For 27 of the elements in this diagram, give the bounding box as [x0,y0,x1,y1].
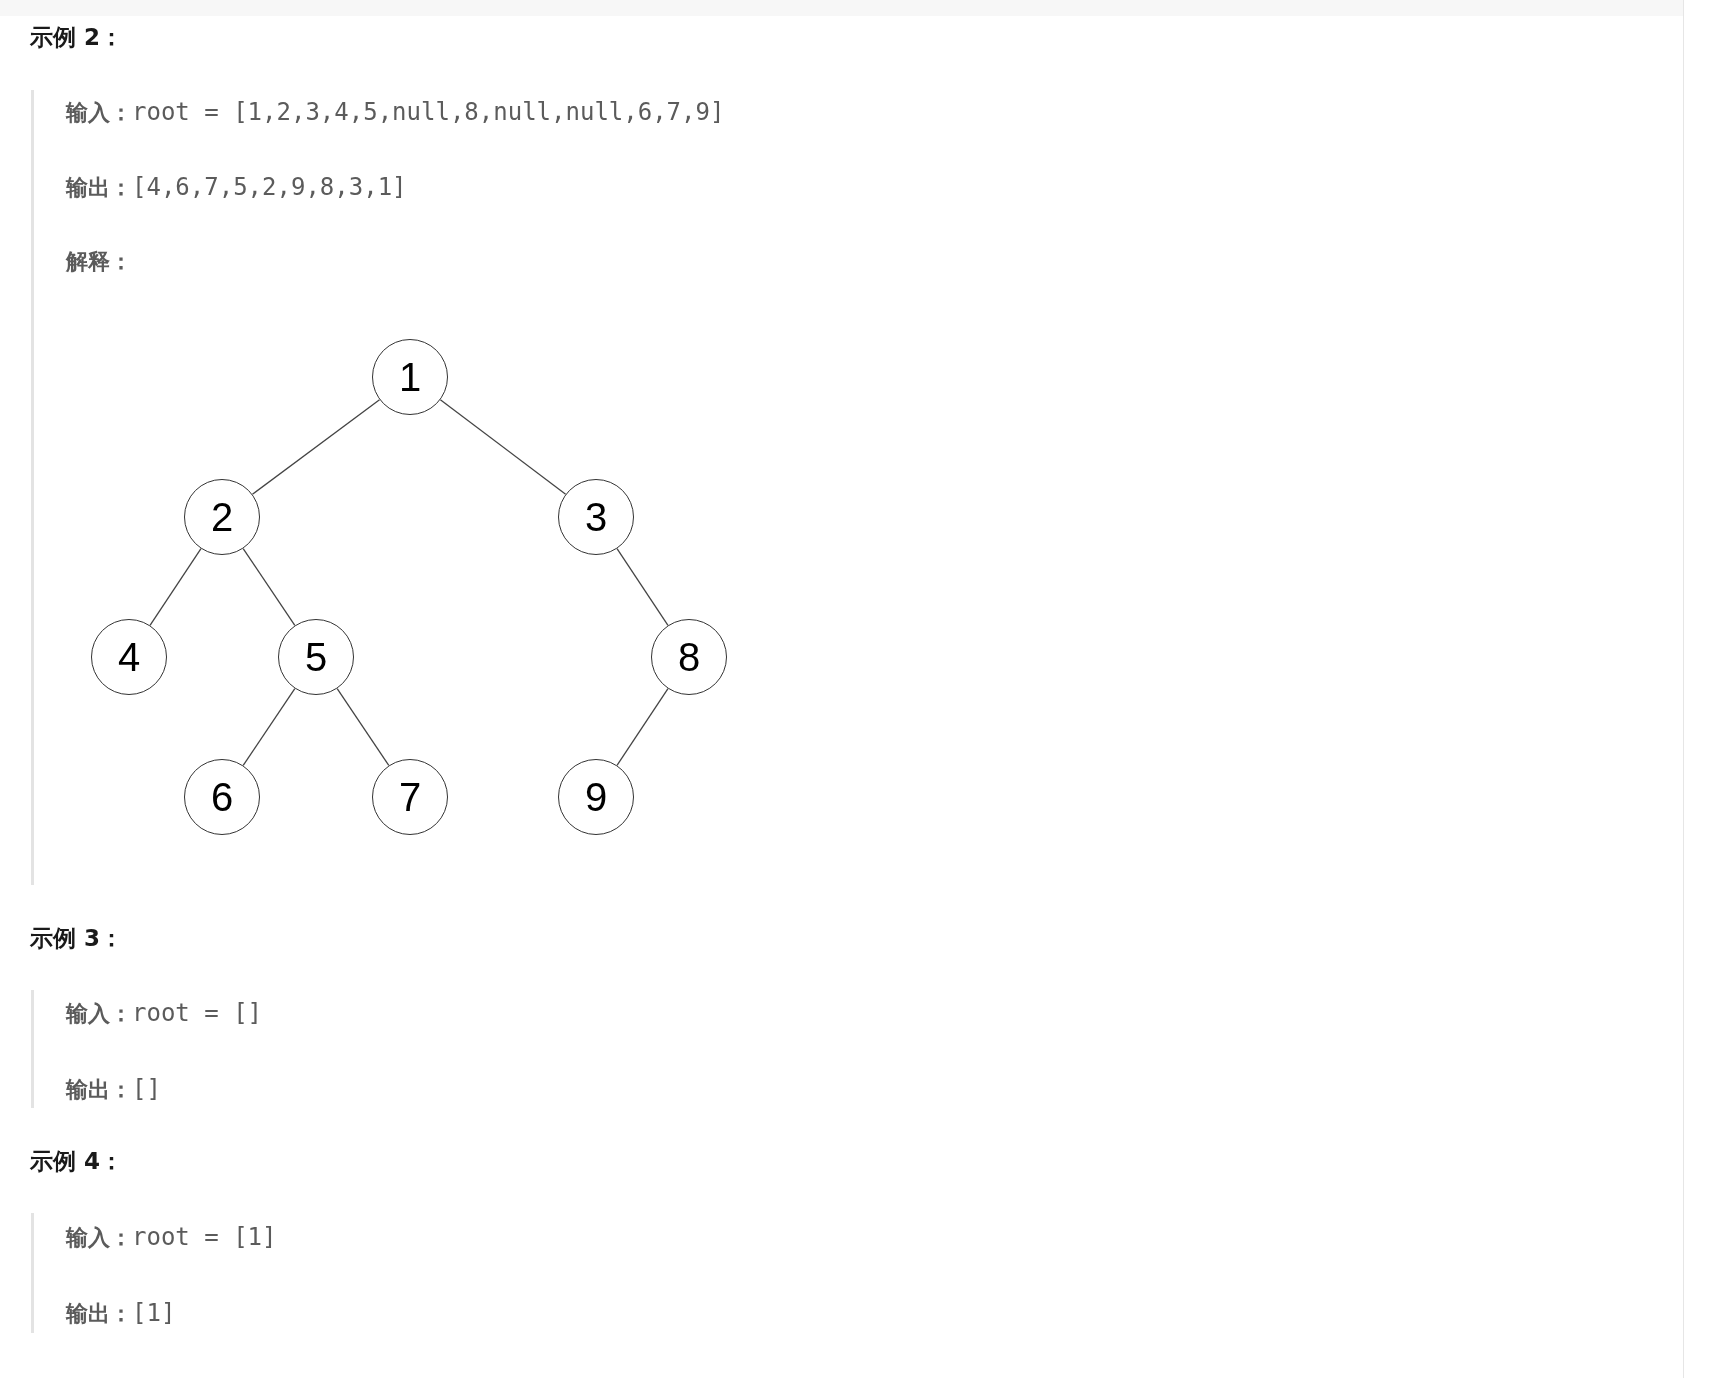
tree-edge [242,547,296,627]
tree-node: 2 [184,479,260,555]
tree-node: 3 [558,479,634,555]
tree-edge [616,548,669,626]
tree-node: 6 [184,759,260,835]
tree-edge [616,688,669,766]
text-line: 输出：[1] [66,1298,176,1329]
tree-node: 4 [91,619,167,695]
text-line: 输入：root = [] [66,998,263,1029]
tree-edge [251,399,381,495]
tree-edge [439,399,567,495]
tree-node: 7 [372,759,448,835]
text-line: 解释： [66,248,132,276]
example-heading: 示例 4： [30,1147,123,1176]
tree-edge [242,687,296,767]
text-line: 输入：root = [1] [66,1222,277,1253]
example-heading: 示例 3： [30,924,123,953]
text-line: 输出：[4,6,7,5,2,9,8,3,1] [66,172,407,203]
tree-edge [336,687,390,767]
tree-edge [149,548,202,626]
tree-node: 1 [372,339,448,415]
text-line: 输出：[] [66,1074,161,1105]
text-line: 输入：root = [1,2,3,4,5,null,8,null,null,6,7,9] [66,97,725,128]
tree-node: 8 [651,619,727,695]
tree-node: 5 [278,619,354,695]
tree-node: 9 [558,759,634,835]
example-heading: 示例 2： [30,23,123,52]
